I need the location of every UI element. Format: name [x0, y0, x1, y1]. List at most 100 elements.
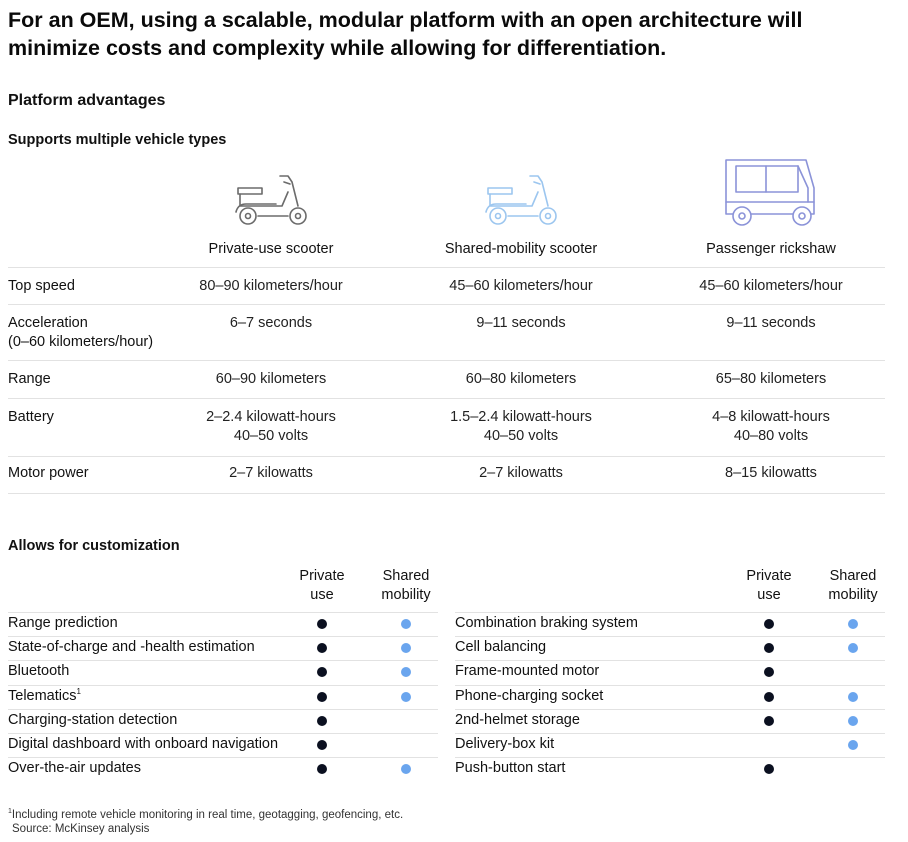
- column-header-shared-right: Shared mobility: [813, 567, 893, 605]
- row-divider: [8, 757, 438, 759]
- row-divider: [8, 636, 438, 638]
- feature-label-text: Over-the-air updates: [8, 760, 141, 777]
- row-divider: [8, 708, 438, 710]
- list-item: Over-the-air updates: [8, 757, 438, 781]
- vehicle-label-shared: Shared-mobility scooter: [444, 241, 598, 257]
- spec-value: 60–80 kilometers: [465, 371, 577, 387]
- table-divider: [8, 493, 885, 494]
- shared-mobility-dot: [401, 667, 411, 678]
- column-header-private-right: Private use: [729, 567, 809, 605]
- feature-label: Push-button start: [455, 760, 565, 776]
- spec-value: 40–80 volts: [733, 428, 809, 444]
- column-header-private-left: Private use: [282, 567, 362, 605]
- list-item: Push-button start: [455, 757, 885, 781]
- private-use-dot: [764, 715, 774, 726]
- shared-mobility-dot: [848, 691, 858, 702]
- private-use-dot: [317, 715, 327, 726]
- feature-label-text: 2nd-helmet storage: [455, 711, 580, 728]
- footnote-text: Including remote vehicle monitoring in r…: [11, 809, 404, 821]
- list-item: Frame-mounted motor: [455, 660, 885, 684]
- private-use-dot: [317, 764, 327, 775]
- spec-value: 2–2.4 kilowatt-hours: [206, 409, 336, 425]
- source-note: Source: McKinsey analysis: [12, 823, 150, 835]
- spec-value: 60–90 kilometers: [215, 371, 327, 387]
- spec-value: 45–60 kilometers/hour: [449, 278, 593, 294]
- private-use-dot: [764, 667, 774, 678]
- column-header-line: Private: [746, 568, 792, 584]
- vehicle-types-heading: Supports multiple vehicle types: [8, 132, 227, 148]
- section-title: Platform advantages: [8, 92, 166, 109]
- feature-label: Charging-station detection: [8, 712, 177, 728]
- row-divider: [455, 612, 885, 613]
- spec-value: 4–8 kilowatt-hours: [712, 409, 830, 425]
- feature-label: Phone-charging socket: [455, 688, 603, 704]
- feature-label: 2nd-helmet storage: [455, 712, 580, 728]
- spec-value: 1.5–2.4 kilowatt-hours: [450, 409, 592, 425]
- shared-scooter-icon: [485, 175, 557, 225]
- column-header-line: Private: [299, 568, 345, 584]
- spec-label-acceleration: Acceleration: [8, 315, 88, 331]
- spec-label-top-speed: Top speed: [8, 278, 75, 294]
- feature-label-text: Telematics: [8, 687, 77, 704]
- list-item: State-of-charge and -health estimation: [8, 636, 438, 660]
- feature-label: Telematics1: [8, 686, 81, 704]
- private-use-dot: [317, 667, 327, 678]
- feature-label-text: Delivery-box kit: [455, 736, 555, 752]
- feature-label-text: Charging-station detection: [8, 711, 178, 728]
- feature-label: Over-the-air updates: [8, 760, 141, 776]
- row-divider: [455, 660, 885, 662]
- table-divider: [8, 456, 885, 457]
- customization-heading: Allows for customization: [8, 538, 180, 554]
- feature-label-text: Digital dashboard with onboard navigatio…: [8, 736, 279, 752]
- spec-value: 45–60 kilometers/hour: [699, 278, 843, 294]
- shared-mobility-dot: [848, 715, 858, 726]
- list-item: Combination braking system: [455, 612, 885, 636]
- shared-mobility-dot: [401, 764, 411, 775]
- spec-value: 40–50 volts: [233, 428, 309, 444]
- spec-value: 65–80 kilometers: [715, 371, 827, 387]
- spec-label-battery: Battery: [8, 409, 54, 425]
- row-divider: [8, 612, 438, 613]
- spec-value: 2–7 kilowatts: [229, 465, 313, 481]
- list-item: Digital dashboard with onboard navigatio…: [8, 733, 438, 757]
- footnote-mark: 1: [76, 686, 81, 696]
- column-header-line: mobility: [381, 587, 431, 603]
- list-item: Delivery-box kit: [455, 733, 885, 757]
- spec-label-acceleration-sub: (0–60 kilometers/hour): [8, 334, 154, 350]
- feature-label: Range prediction: [8, 615, 118, 631]
- vehicle-label-rickshaw: Passenger rickshaw: [706, 241, 836, 257]
- list-item: Telematics1: [8, 684, 438, 709]
- spec-value: 2–7 kilowatts: [479, 465, 563, 481]
- footnote-mark: 1: [8, 808, 12, 816]
- feature-label: State-of-charge and -health estimation: [8, 639, 255, 655]
- feature-label-text: Phone-charging socket: [455, 687, 604, 704]
- shared-mobility-dot: [401, 643, 411, 654]
- feature-label-text: Range prediction: [8, 615, 118, 631]
- rickshaw-icon: [725, 159, 815, 226]
- table-divider: [8, 267, 885, 268]
- spec-value: 80–90 kilometers/hour: [199, 278, 343, 294]
- table-divider: [8, 398, 885, 399]
- feature-label: Frame-mounted motor: [455, 663, 599, 679]
- feature-label: Bluetooth: [8, 663, 69, 679]
- footnote: 1Including remote vehicle monitoring in …: [8, 808, 403, 822]
- shared-mobility-dot: [848, 740, 858, 750]
- row-divider: [455, 757, 885, 759]
- page-title: For an OEM, using a scalable, modular pl…: [8, 8, 803, 60]
- spec-value: 9–11 seconds: [726, 315, 816, 331]
- row-divider: [455, 684, 885, 686]
- list-item: Phone-charging socket: [455, 684, 885, 709]
- column-header-line: use: [757, 587, 781, 603]
- spec-value: 40–50 volts: [483, 428, 559, 444]
- row-divider: [455, 733, 885, 734]
- shared-mobility-dot: [401, 619, 411, 629]
- private-use-dot: [764, 619, 774, 629]
- list-item: Bluetooth: [8, 660, 438, 684]
- private-use-dot: [317, 740, 327, 750]
- feature-label-text: Frame-mounted motor: [455, 663, 600, 680]
- feature-label: Digital dashboard with onboard navigatio…: [8, 736, 278, 752]
- private-use-dot: [764, 764, 774, 775]
- column-header-line: Shared: [829, 568, 877, 584]
- row-divider: [455, 636, 885, 638]
- spec-label-motor-power: Motor power: [8, 465, 89, 481]
